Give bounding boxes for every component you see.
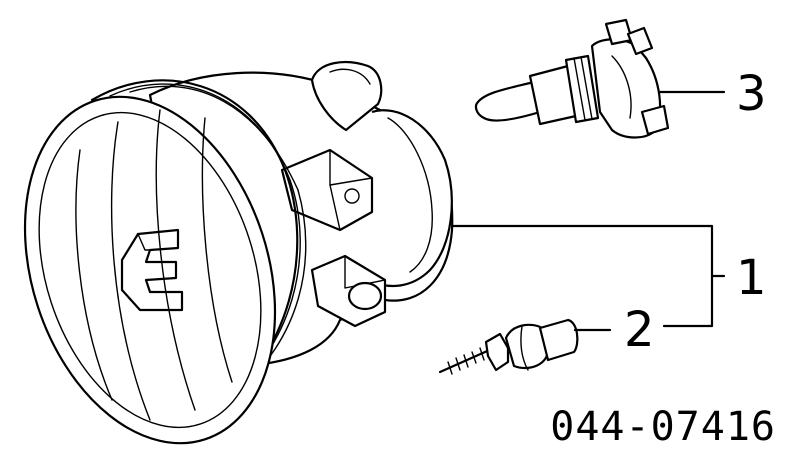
callout-label-3: 3 [736, 66, 767, 122]
leader-lines [450, 90, 726, 332]
bulb-socket [438, 318, 579, 375]
callout-label-1: 1 [736, 250, 767, 306]
fog-lamp-assembly [23, 60, 454, 445]
halogen-bulb [474, 18, 670, 139]
callout-label-2: 2 [624, 302, 655, 358]
diagram-part-number: 044-07416 [550, 404, 776, 450]
leader-line-2-bracket [450, 224, 714, 328]
